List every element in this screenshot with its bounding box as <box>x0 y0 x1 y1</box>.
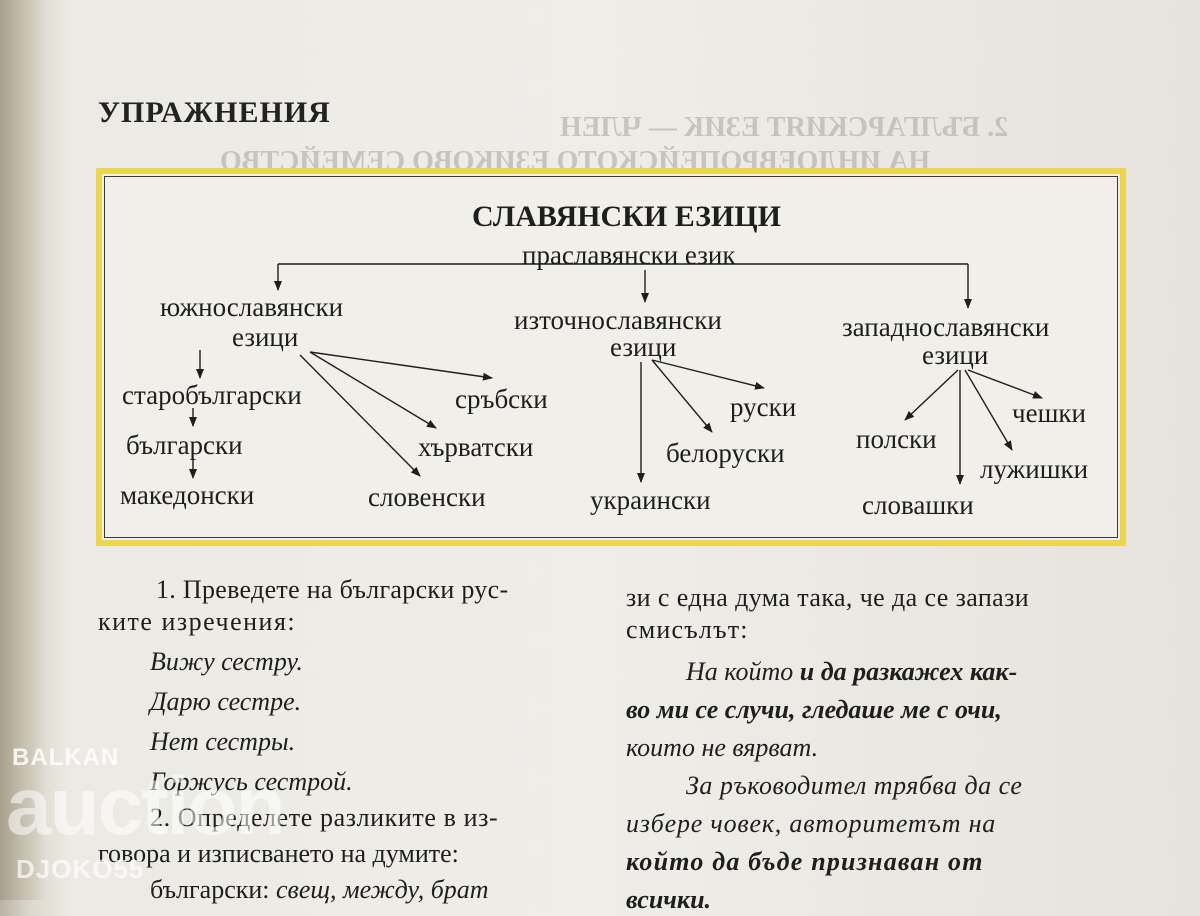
west-group-line1: западнославянски <box>842 312 1050 342</box>
lang-slovak: словашки <box>862 490 974 520</box>
right-line-4: во ми се случи, гледаше ме с очи, <box>626 695 1002 724</box>
lang-prefix: български: <box>150 875 270 904</box>
arrow-south-sl <box>299 354 421 477</box>
right-line-7: избере човек, авторитетът на <box>626 809 997 838</box>
diagram-root-label: праславянски език <box>522 240 736 270</box>
lang-czech: чешки <box>1012 398 1086 428</box>
quote-mid: които не вярват. <box>626 733 819 762</box>
right-line-3: На който и да разкажех как- <box>686 656 1126 688</box>
watermark-auction: auction <box>6 761 286 852</box>
exercise-2-line-3: български: свещ, между, брат <box>150 874 590 906</box>
arrow-south-hr <box>309 351 437 429</box>
east-group-line1: източнославянски <box>514 305 722 335</box>
right-line-9: всички. <box>626 885 712 914</box>
right-line-2: смисълът: <box>626 615 749 644</box>
arrow-west-pl <box>904 369 959 421</box>
exercise-2-line-1: 2. Определете разликите в из- <box>150 803 499 832</box>
word-list: свещ, между, брат <box>276 875 489 904</box>
arrow-east-ru <box>651 359 765 390</box>
lang-belarusian: белоруски <box>666 438 785 468</box>
west-group-line2: езици <box>922 340 989 370</box>
sentence-1: Вижу сестру. <box>150 647 303 676</box>
arrow-west-lu <box>964 369 1013 451</box>
arrow-south-sr <box>309 351 493 381</box>
right-line-5: които не вярват. <box>626 732 1126 764</box>
exercise-1-line-2: ките изречения: <box>98 607 297 636</box>
lang-croatian: хърватски <box>418 432 534 462</box>
east-group-line2: езици <box>610 332 677 362</box>
exercise-left-column: 1. Преведете на български рус- ките изре… <box>98 574 590 906</box>
sentence-2: Дарю сестре. <box>150 687 302 716</box>
lang-polish: полски <box>856 424 937 454</box>
book-spine-shadow <box>0 0 46 900</box>
right-line-1: зи с една дума така, че да се запази <box>626 583 1030 612</box>
lang-serbian: сръбски <box>455 384 548 414</box>
south-group-line2: езици <box>232 322 299 352</box>
arrow-west-cz <box>967 369 1043 399</box>
sentence-4: Горжусь сестрой. <box>150 767 353 796</box>
lang-slovenian: словенски <box>368 482 486 512</box>
lang-macedonian: македонски <box>120 480 255 510</box>
exercise-1-line-1: 1. Преведете на български рус- <box>156 575 509 604</box>
sentence-3: Нет сестры. <box>150 727 296 756</box>
lang-bulgarian: български <box>126 430 243 460</box>
lang-sorbian: лужишки <box>980 454 1089 484</box>
right-line-6: За ръководител трябва да се <box>686 771 1023 800</box>
south-group-line1: южнославянски <box>160 292 344 322</box>
quote-bold-1: и да разкажех как- <box>799 657 1018 686</box>
quote-start: На който <box>686 657 794 686</box>
right-line-8: който да бъде признаван от <box>626 847 984 876</box>
exercise-right-column: зи с една дума така, че да се запази сми… <box>626 582 1126 916</box>
page-heading: УПРАЖНЕНИЯ <box>98 96 331 129</box>
watermark-balkan: BALKAN <box>12 744 120 771</box>
lang-old-bulgarian: старобългарски <box>122 380 302 410</box>
exercise-2-line-2: говора и изписването на думите: <box>98 839 459 868</box>
diagram-frame <box>96 168 1126 546</box>
diagram-title: СЛАВЯНСКИ ЕЗИЦИ <box>472 200 781 233</box>
lang-russian: руски <box>730 392 797 422</box>
lang-ukrainian: украински <box>590 485 711 515</box>
arrow-east-be <box>651 359 713 433</box>
watermark-user: DJOKO55 <box>16 854 145 884</box>
